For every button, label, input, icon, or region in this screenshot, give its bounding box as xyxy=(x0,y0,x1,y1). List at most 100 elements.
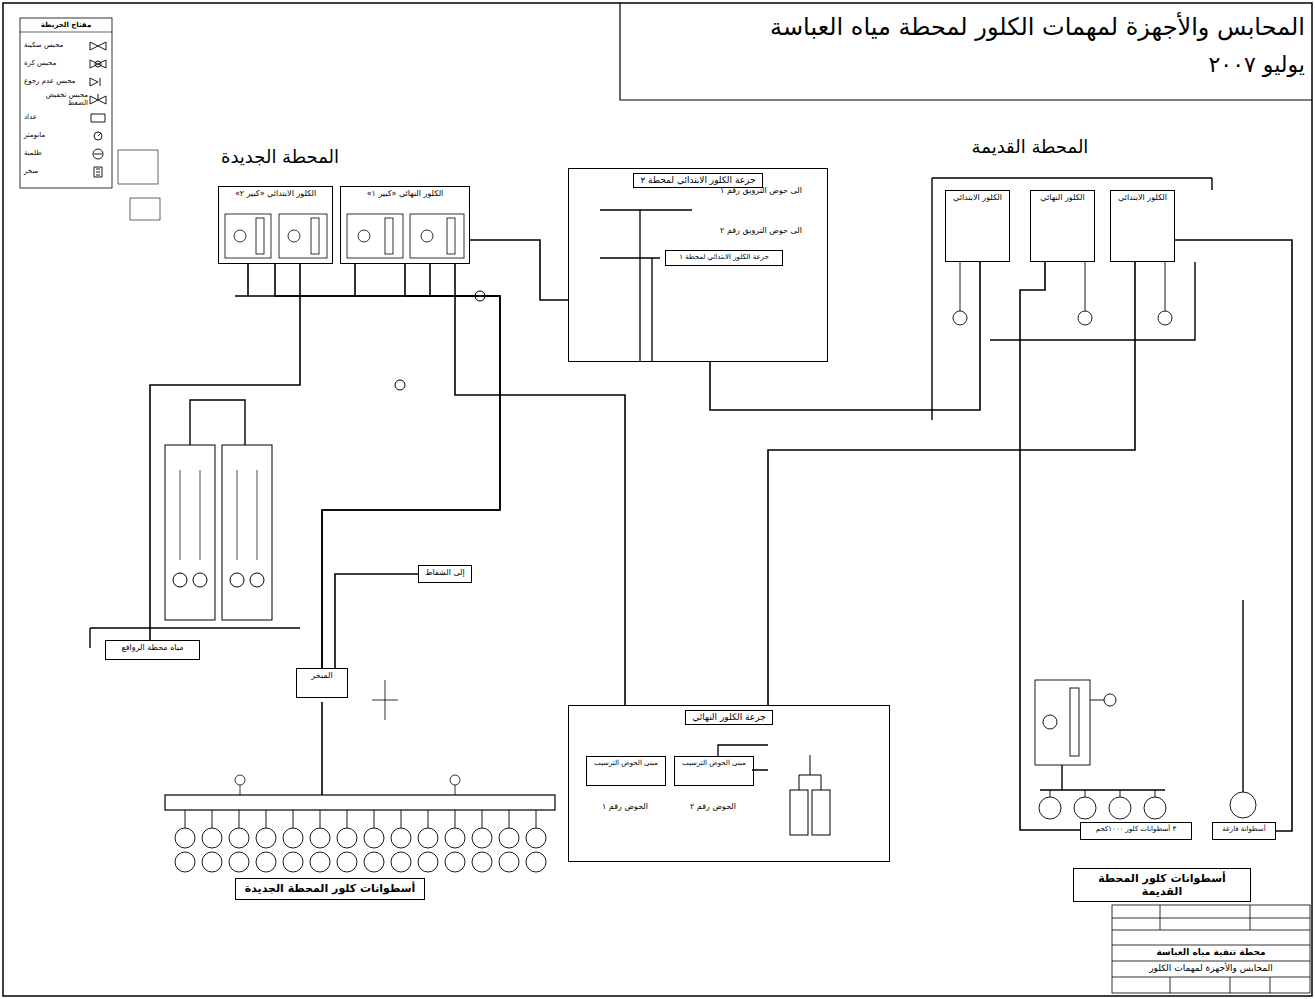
pump-symbol xyxy=(90,400,300,648)
legend-text: عداد xyxy=(24,114,37,122)
legend-sample xyxy=(88,112,108,124)
pipe-connector xyxy=(275,264,500,668)
pipe-connector xyxy=(710,262,980,410)
node-title: جرعة الكلور الابتدائي لمحطة ٢ xyxy=(633,173,762,188)
cylinder-bank-band: أسطوانات كلور المحطة القديمة xyxy=(1073,868,1251,902)
legend-row: محبس عدم رجوع xyxy=(24,74,108,90)
building-box: مبنى الحوض الترسيب xyxy=(586,756,666,786)
legend-text: مانومتر xyxy=(24,132,45,140)
building-box: مبنى الحوض الترسيب xyxy=(674,756,754,786)
legend-sample xyxy=(88,58,108,70)
text-label: مفتاح الخريطة xyxy=(22,21,110,29)
legend-row: محبس سكينة xyxy=(24,38,108,54)
legend-symbol xyxy=(90,78,100,86)
note-box xyxy=(130,198,160,220)
node-title: أسطوانات كلور المحطة القديمة xyxy=(1080,872,1244,898)
node-title: أسطوانة فارغة xyxy=(1222,825,1265,833)
text-label: الى حوض الترويق رقم ٢ xyxy=(698,226,824,236)
node-title: جرعة الكلور الابتدائي لمحطة ١ xyxy=(679,253,769,261)
legend-row: طلمبة xyxy=(24,146,108,162)
note-box xyxy=(118,150,158,184)
text-label: المحطة القديمة xyxy=(920,136,1140,158)
node-title: جرعة الكلور النهائي xyxy=(685,710,773,725)
text-label: المحابس والأجهزة لمهمات الكلور xyxy=(1115,963,1307,974)
text-label: محطة تنقية مياه العباسة xyxy=(1115,947,1307,958)
legend-text: محبس تخفيض الضغط xyxy=(24,92,88,107)
exhaust-box: إلى الشفاط xyxy=(418,565,472,583)
chlorinator-box: الكلور الابتدائي xyxy=(945,190,1010,262)
title-frame xyxy=(620,3,1312,100)
legend-symbol xyxy=(91,114,105,122)
pipe-connector xyxy=(335,574,418,668)
legend-sample xyxy=(88,166,108,178)
node-title: مبنى الحوض الترسيب xyxy=(594,759,658,767)
legend-sample xyxy=(88,40,108,52)
node-title: الكلور الابتدائي xyxy=(953,193,1002,203)
cylinder-bank-band: أسطوانات كلور المحطة الجديدة xyxy=(235,878,425,900)
legend-sample xyxy=(88,130,108,142)
pipe-connector xyxy=(322,264,500,668)
pipe-connector xyxy=(470,240,568,300)
node-title: مبنى الحوض الترسيب xyxy=(682,759,746,767)
node-title: أسطوانات كلور المحطة الجديدة xyxy=(245,882,416,895)
legend-row: عداد xyxy=(24,110,108,126)
node-title: الكلور النهائي «كبير ١» xyxy=(367,189,444,199)
chlorinator-box: الكلور الابتدائي xyxy=(1110,190,1175,262)
legend-text: مبخر xyxy=(24,168,38,176)
chlorine-cylinder xyxy=(175,810,546,872)
evaporator-box: المبخر xyxy=(296,668,348,698)
chlorine-cylinder xyxy=(1039,790,1256,819)
legend-sample xyxy=(88,76,108,88)
legend-rule xyxy=(20,32,112,33)
water-source-box: مياه محطة الروافع xyxy=(105,640,200,660)
legend-symbol xyxy=(93,149,103,159)
chlorine-pipe xyxy=(932,178,1243,792)
pipe-connector xyxy=(768,262,1135,705)
text-label: المحطة الجديدة xyxy=(180,146,380,168)
dosing-room: جرعة الكلور النهائي مبنى الحوض الترسيب مبن… xyxy=(568,705,890,862)
node-title: الكلور الابتدائي xyxy=(1118,193,1167,203)
legend-text: محبس كرة xyxy=(24,60,56,68)
chlorinator-box: الكلور الابتدائي «كبير ٢» xyxy=(218,186,333,264)
legend-text: محبس سكينة xyxy=(24,42,63,50)
node-title: مياه محطة الروافع xyxy=(122,643,184,653)
title-block xyxy=(1112,905,1310,993)
pipe-connector xyxy=(1020,262,1080,830)
legend-sample xyxy=(88,148,108,160)
legend-row: محبس تخفيض الضغط xyxy=(24,92,108,108)
node-title: إلى الشفاط xyxy=(425,568,465,578)
chlorine-pipe xyxy=(600,210,692,362)
legend-text: طلمبة xyxy=(24,150,42,158)
node-title: الكلور الابتدائي «كبير ٢» xyxy=(235,189,316,199)
legend-sample xyxy=(88,94,108,106)
chlorinator-box: الكلور النهائي xyxy=(1030,190,1095,262)
legend-symbol xyxy=(90,94,106,104)
legend-text: محبس عدم رجوع xyxy=(24,78,75,86)
legend-symbol xyxy=(90,42,106,50)
legend-symbol xyxy=(90,60,106,68)
chlorinator-symbol xyxy=(225,214,464,258)
text-label: يوليو ٢٠٠٧ xyxy=(1000,52,1305,78)
pipe-connector xyxy=(150,264,300,640)
legend-symbol xyxy=(94,132,102,140)
node-title: الكلور النهائي xyxy=(1040,193,1084,203)
diagram-title: المحابس والأجهزة لمهمات الكلور لمحطة ميا… xyxy=(630,12,1305,42)
legend-row: مانومتر xyxy=(24,128,108,144)
dosing-line-box: جرعة الكلور الابتدائي لمحطة ١ xyxy=(665,250,783,266)
pipe-connector xyxy=(455,264,625,705)
legend-row: مبخر xyxy=(24,164,108,180)
node-title: المبخر xyxy=(311,671,332,681)
chlorine-manifold xyxy=(165,680,555,810)
legend-row: محبس كرة xyxy=(24,56,108,72)
node-title: ٣ أسطوانات كلور ١٠٠٠كجم xyxy=(1096,825,1176,833)
dosing-room: جرعة الكلور الابتدائي لمحطة ٢ جرعة الكلور… xyxy=(568,168,828,362)
page-border xyxy=(3,3,1312,996)
pipe-connector xyxy=(1175,240,1292,831)
text-label: الحوض رقم ٢ xyxy=(674,802,752,812)
text-label: الحوض رقم ١ xyxy=(586,802,664,812)
gauge-symbol xyxy=(953,262,1172,765)
cylinder-count-box: ٣ أسطوانات كلور ١٠٠٠كجم xyxy=(1080,822,1192,840)
legend-frame xyxy=(20,18,112,188)
legend-symbol xyxy=(94,167,102,177)
